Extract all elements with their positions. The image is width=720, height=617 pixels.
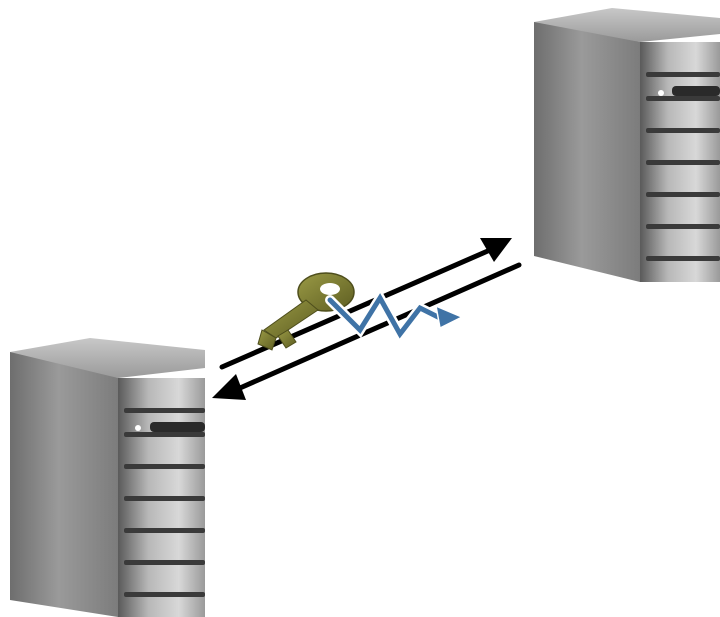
server-local bbox=[10, 338, 205, 617]
arrow-icon bbox=[219, 247, 493, 370]
arrowhead-outgoing bbox=[480, 238, 512, 262]
lightning-bolt-icon bbox=[325, 288, 464, 344]
arrowhead-incoming bbox=[212, 374, 246, 400]
server-tower-icon bbox=[534, 8, 720, 282]
server-remote bbox=[534, 8, 720, 282]
connection-incoming bbox=[212, 262, 522, 400]
arrow-icon bbox=[237, 262, 522, 391]
key-icon bbox=[257, 272, 355, 351]
server-tower-icon bbox=[10, 338, 205, 617]
